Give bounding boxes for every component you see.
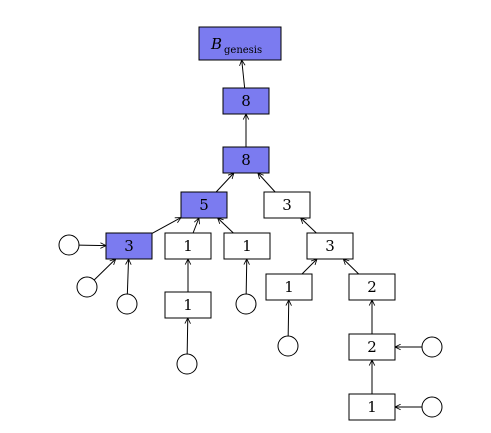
block-label-b1b: 1 — [242, 237, 252, 255]
edge-l5-to-b1b — [246, 259, 247, 295]
leaf-node-l5 — [235, 293, 257, 315]
block-b5: 5 — [180, 191, 228, 219]
block-rect-b3blue — [105, 232, 153, 260]
edge-b2top-to-b3mid — [343, 259, 360, 275]
edges — [78, 60, 422, 407]
leaf-node-l2 — [76, 276, 98, 298]
leaf-node-l4 — [176, 353, 198, 375]
block-b2top: 2 — [348, 273, 396, 301]
block-label-b3mid: 3 — [325, 237, 335, 255]
block-rect-b3top — [263, 191, 311, 219]
genesis-block-rect — [198, 26, 282, 61]
genesis-symbol: B — [210, 35, 222, 53]
block-b3mid: 3 — [306, 232, 354, 260]
block-rect-b8b — [222, 146, 270, 174]
leaf-node-l1 — [58, 234, 80, 256]
edge-b8a-to-genesis — [242, 60, 245, 89]
genesis-subscript: genesis — [224, 45, 262, 56]
block-b8a: 8 — [222, 87, 270, 115]
block-label-b2mid: 2 — [367, 338, 377, 356]
block-label-b8b: 8 — [241, 151, 251, 169]
block-b3top: 3 — [263, 191, 311, 219]
block-rect-b2mid — [348, 333, 396, 361]
block-label-b3top: 3 — [282, 196, 292, 214]
block-label-b1a: 1 — [183, 237, 193, 255]
block-rect-b8a — [222, 87, 270, 115]
leaf-node-l3 — [116, 293, 138, 315]
block-b8b: 8 — [222, 146, 270, 174]
block-rect-b1a — [164, 232, 212, 260]
edge-b3mid-to-b3top — [301, 218, 317, 234]
block-rect-b1left — [265, 273, 313, 301]
leaf-node-l7 — [421, 336, 443, 358]
block-b1a: 1 — [164, 232, 212, 260]
leaf-node-l6 — [277, 335, 299, 357]
block-rect-b2top — [348, 273, 396, 301]
block-b1b: 1 — [223, 232, 271, 260]
block-rect-b1bottom — [348, 393, 396, 421]
block-b1c: 1 — [164, 291, 212, 319]
block-b2mid: 2 — [348, 333, 396, 361]
block-label-b1left: 1 — [284, 278, 294, 296]
block-label-b5: 5 — [199, 196, 209, 214]
edge-b3blue-to-b5 — [151, 218, 181, 234]
block-b1bottom: 1 — [348, 393, 396, 421]
block-rect-b5 — [180, 191, 228, 219]
edge-l2-to-b3blue — [93, 259, 116, 281]
edge-b5-to-b8b — [215, 173, 234, 193]
edge-b1a-to-b5 — [192, 218, 199, 234]
block-label-b8a: 8 — [241, 92, 251, 110]
block-label-b1bottom: 1 — [367, 398, 377, 416]
block-label-b1c: 1 — [183, 296, 193, 314]
edge-b1b-to-b5 — [218, 218, 234, 234]
block-rect-b1b — [223, 232, 271, 260]
leaf-node-l8 — [421, 396, 443, 418]
block-label-b3blue: 3 — [124, 237, 134, 255]
edge-b1left-to-b3mid — [301, 259, 317, 275]
edge-l6-to-b1left — [288, 300, 289, 337]
edge-l4-to-b1c — [187, 318, 188, 355]
edge-b3top-to-b8b — [258, 173, 276, 193]
block-rect-b1c — [164, 291, 212, 319]
block-label-b2top: 2 — [367, 278, 377, 296]
block-rect-b3mid — [306, 232, 354, 260]
block-b1left: 1 — [265, 273, 313, 301]
block-b3blue: 3 — [105, 232, 153, 260]
edge-l3-to-b3blue — [127, 259, 128, 295]
